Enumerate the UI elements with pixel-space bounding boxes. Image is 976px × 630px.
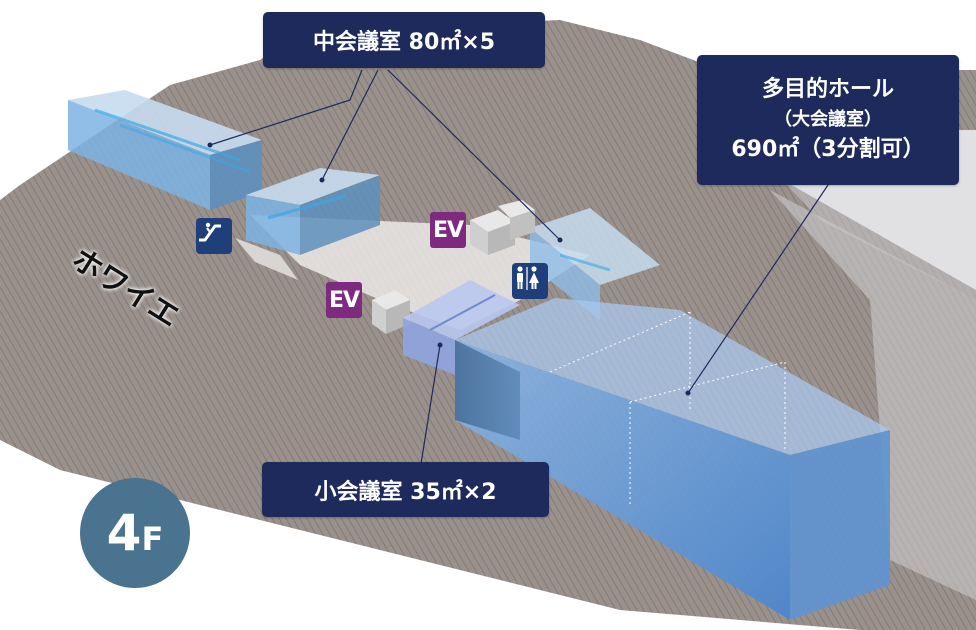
medium-room-block-a	[68, 90, 262, 210]
medium-rooms-label: 中会議室 80㎡×5	[312, 30, 496, 55]
escalator-icon	[196, 218, 232, 254]
hall-block	[455, 298, 890, 620]
escalator-ramp	[235, 238, 298, 280]
restroom-glyph	[517, 266, 539, 290]
floor-indicator: 4 F	[80, 478, 190, 588]
hall-label-line3: 690㎡（3分割可）	[731, 137, 925, 162]
small-room-block	[403, 280, 520, 375]
hall-label-line1: 多目的ホール	[761, 77, 894, 102]
medium-room-block-b	[246, 168, 380, 255]
medium-room-block-c	[530, 208, 660, 320]
restroom-icon	[512, 263, 548, 299]
leader-dots	[207, 142, 691, 396]
small-rooms-label: 小会議室 35㎡×2	[314, 479, 497, 505]
floor-number: 4	[106, 504, 142, 562]
escalator-glyph	[199, 222, 221, 242]
ev-badge-lower: EV	[326, 282, 362, 318]
floor-suffix: F	[141, 520, 164, 558]
medium-rooms-callout: 中会議室 80㎡×5	[263, 12, 545, 68]
small-rooms-callout: 小会議室 35㎡×2	[262, 462, 549, 517]
hall-callout: 多目的ホール （大会議室） 690㎡（3分割可）	[697, 55, 959, 185]
hall-label-line2: （大会議室）	[774, 109, 882, 130]
ev-badge-upper: EV	[430, 212, 466, 248]
leader-lines	[209, 69, 829, 471]
